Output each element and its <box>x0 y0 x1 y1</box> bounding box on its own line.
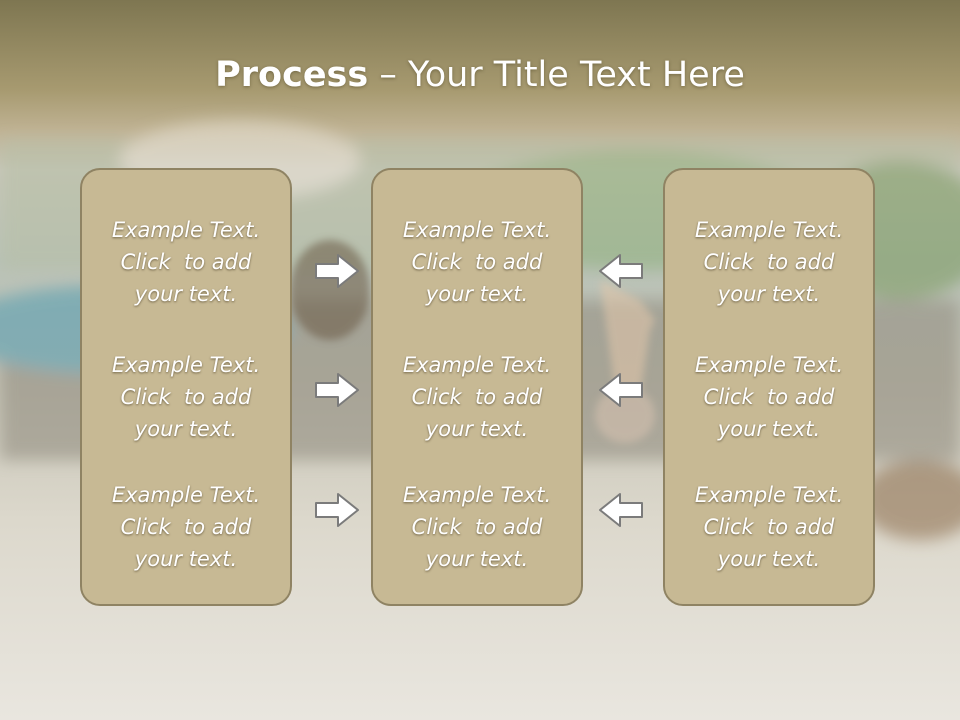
slide-title[interactable]: Process – Your Title Text Here <box>0 52 960 98</box>
text-placeholder[interactable]: Example Text. Click to add your text. <box>665 479 873 575</box>
text-placeholder[interactable]: Example Text. Click to add your text. <box>373 214 581 310</box>
arrow-right-icon[interactable] <box>314 372 360 408</box>
text-placeholder[interactable]: Example Text. Click to add your text. <box>82 479 290 575</box>
text-placeholder[interactable]: Example Text. Click to add your text. <box>373 479 581 575</box>
text-line: Click to add <box>411 515 543 539</box>
text-line: Click to add <box>411 385 543 409</box>
text-line: Click to add <box>411 250 543 274</box>
text-line: Example Text. <box>111 218 261 242</box>
text-line: Example Text. <box>694 218 844 242</box>
text-placeholder[interactable]: Example Text. Click to add your text. <box>665 349 873 445</box>
text-line: Example Text. <box>694 353 844 377</box>
text-line: Click to add <box>703 515 835 539</box>
text-line: your text. <box>717 417 821 441</box>
title-rest: – Your Title Text Here <box>368 55 745 95</box>
text-line: Click to add <box>703 385 835 409</box>
text-line: Example Text. <box>694 483 844 507</box>
text-line: Example Text. <box>402 483 552 507</box>
arrow-right-icon[interactable] <box>314 253 360 289</box>
text-line: your text. <box>134 282 238 306</box>
text-placeholder[interactable]: Example Text. Click to add your text. <box>665 214 873 310</box>
text-line: Click to add <box>120 515 252 539</box>
text-placeholder[interactable]: Example Text. Click to add your text. <box>82 349 290 445</box>
text-line: your text. <box>134 547 238 571</box>
text-line: your text. <box>717 547 821 571</box>
text-line: Click to add <box>120 385 252 409</box>
process-column-right[interactable]: Example Text. Click to add your text. Ex… <box>663 168 875 606</box>
arrow-left-icon[interactable] <box>598 492 644 528</box>
process-column-left[interactable]: Example Text. Click to add your text. Ex… <box>80 168 292 606</box>
text-placeholder[interactable]: Example Text. Click to add your text. <box>82 214 290 310</box>
arrow-left-icon[interactable] <box>598 372 644 408</box>
text-line: Example Text. <box>111 483 261 507</box>
arrow-right-icon[interactable] <box>314 492 360 528</box>
text-line: your text. <box>134 417 238 441</box>
text-line: your text. <box>425 417 529 441</box>
text-line: Example Text. <box>402 353 552 377</box>
text-line: Click to add <box>703 250 835 274</box>
text-line: your text. <box>425 547 529 571</box>
text-placeholder[interactable]: Example Text. Click to add your text. <box>373 349 581 445</box>
text-line: Example Text. <box>111 353 261 377</box>
text-line: Click to add <box>120 250 252 274</box>
text-line: your text. <box>425 282 529 306</box>
arrow-left-icon[interactable] <box>598 253 644 289</box>
title-bold: Process <box>215 55 369 95</box>
process-column-center[interactable]: Example Text. Click to add your text. Ex… <box>371 168 583 606</box>
text-line: Example Text. <box>402 218 552 242</box>
text-line: your text. <box>717 282 821 306</box>
